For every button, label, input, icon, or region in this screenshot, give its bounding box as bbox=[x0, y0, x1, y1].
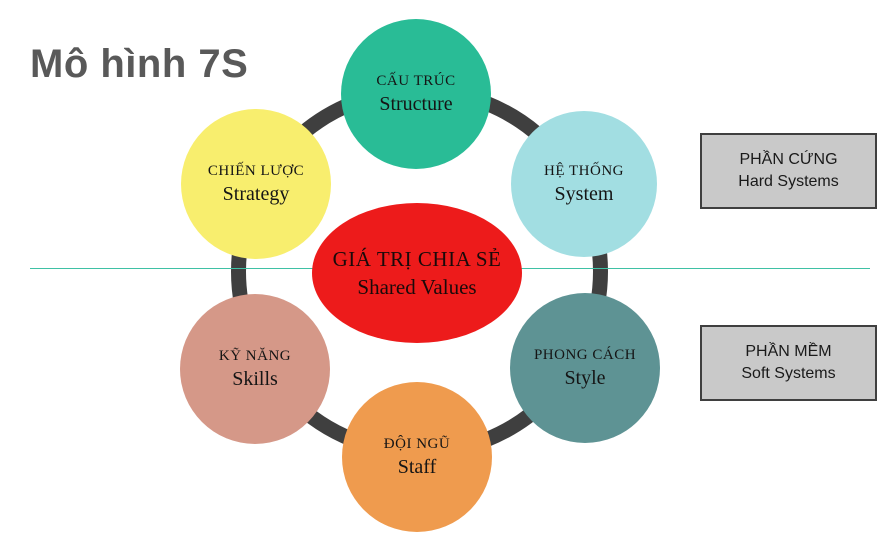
node-staff: ĐỘI NGŨ Staff bbox=[342, 382, 492, 532]
node-style-label-vi: PHONG CÁCH bbox=[533, 347, 637, 364]
node-system: HỆ THỐNG System bbox=[511, 111, 657, 257]
legend-hard-systems: PHẦN CỨNG Hard Systems bbox=[700, 133, 877, 209]
node-system-label-en: System bbox=[554, 182, 614, 205]
node-skills-label-en: Skills bbox=[232, 367, 278, 390]
node-strategy-label-en: Strategy bbox=[222, 182, 290, 205]
node-skills: KỸ NĂNG Skills bbox=[180, 294, 330, 444]
node-skills-label-vi: KỸ NĂNG bbox=[218, 348, 292, 365]
legend-hard-label-en: Hard Systems bbox=[738, 172, 839, 190]
node-style: PHONG CÁCH Style bbox=[510, 293, 660, 443]
legend-hard-label-vi: PHẦN CỨNG bbox=[739, 151, 838, 169]
node-system-label-vi: HỆ THỐNG bbox=[544, 163, 624, 180]
legend-soft-systems: PHẦN MỀM Soft Systems bbox=[700, 325, 877, 401]
node-staff-label-vi: ĐỘI NGŨ bbox=[383, 436, 451, 453]
node-structure: CẤU TRÚC Structure bbox=[341, 19, 491, 169]
node-strategy: CHIẾN LƯỢC Strategy bbox=[181, 109, 331, 259]
page-title: Mô hình 7S bbox=[30, 42, 249, 86]
legend-soft-label-vi: PHẦN MỀM bbox=[745, 343, 832, 361]
node-style-label-en: Style bbox=[564, 366, 606, 389]
node-shared-values-label-en: Shared Values bbox=[357, 274, 477, 299]
node-structure-label-vi: CẤU TRÚC bbox=[376, 73, 456, 90]
node-staff-label-en: Staff bbox=[397, 455, 437, 478]
node-structure-label-en: Structure bbox=[379, 92, 453, 115]
node-strategy-label-vi: CHIẾN LƯỢC bbox=[207, 163, 305, 180]
node-shared-values: GIÁ TRỊ CHIA SẺ Shared Values bbox=[312, 203, 522, 343]
node-shared-values-label-vi: GIÁ TRỊ CHIA SẺ bbox=[332, 247, 502, 272]
legend-soft-label-en: Soft Systems bbox=[741, 364, 836, 382]
